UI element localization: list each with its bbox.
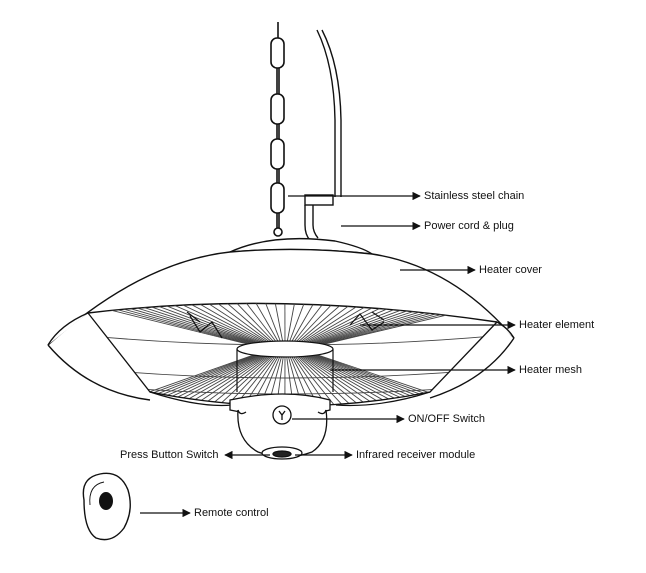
mesh-line	[233, 303, 280, 348]
mesh-line	[121, 303, 266, 348]
mesh-line	[308, 352, 480, 406]
mesh-line	[253, 303, 282, 348]
mesh-line	[301, 352, 429, 406]
mesh-line	[289, 303, 327, 348]
mesh-line	[212, 352, 277, 406]
mesh-line	[305, 352, 460, 406]
mesh-line	[131, 352, 267, 406]
mesh-line	[274, 303, 285, 348]
mesh-line	[202, 352, 276, 406]
label-heater-element: Heater element	[519, 319, 595, 331]
mesh-line	[212, 303, 277, 348]
label-infrared-receiver-module: Infrared receiver module	[356, 449, 476, 461]
chain	[270, 22, 285, 237]
mesh-line	[285, 303, 296, 348]
mesh-line	[294, 303, 367, 348]
mesh-line	[303, 352, 439, 406]
mesh-line	[287, 352, 306, 406]
mesh-line	[310, 352, 497, 406]
mesh-line	[192, 352, 275, 406]
mesh-line	[88, 352, 261, 406]
mesh-line	[294, 352, 368, 406]
mesh-line	[263, 352, 283, 406]
mesh-line	[223, 352, 278, 406]
mesh-line	[311, 352, 497, 406]
mesh-line	[151, 352, 270, 406]
remote-control-device	[82, 472, 131, 541]
mesh-line	[202, 303, 276, 348]
mesh-line	[243, 303, 281, 348]
label-on-off-switch: ON/OFF Switch	[408, 413, 486, 425]
mesh-line	[293, 303, 357, 348]
mesh-line	[161, 303, 271, 348]
mesh-line	[300, 352, 419, 406]
mesh-line	[304, 352, 449, 406]
label-power-cord-plug: Power cord & plug	[424, 220, 514, 232]
mesh-line	[192, 303, 275, 348]
mesh-line	[141, 303, 268, 348]
mesh-line	[120, 352, 266, 406]
mesh-line	[290, 303, 337, 348]
mesh-line	[292, 303, 347, 348]
switch-housing	[229, 393, 331, 460]
leader-lines	[140, 191, 516, 518]
mesh-line	[293, 352, 357, 406]
mesh-line	[306, 352, 470, 406]
label-stainless-steel-chain: Stainless steel chain	[424, 190, 525, 202]
label-heater-cover: Heater cover	[479, 264, 542, 276]
mesh-line	[172, 352, 272, 406]
mesh-line	[100, 352, 264, 406]
mesh-line	[292, 352, 347, 406]
mesh-line	[243, 352, 281, 406]
mesh-line	[161, 352, 271, 406]
mesh-line	[296, 352, 388, 406]
label-heater-mesh: Heater mesh	[519, 364, 582, 376]
mesh-line	[223, 303, 278, 348]
mesh-line	[253, 352, 282, 406]
mesh-line	[88, 352, 260, 406]
mesh-line	[290, 352, 337, 406]
mesh-line	[309, 352, 490, 406]
heater-element	[186, 311, 385, 392]
mesh-line	[141, 352, 269, 406]
mesh-line	[295, 352, 378, 406]
mesh-line	[182, 352, 273, 406]
mesh-line	[287, 303, 306, 348]
mesh-line	[298, 352, 398, 406]
mesh-line	[263, 303, 283, 348]
label-press-button-switch: Press Button Switch	[120, 449, 219, 461]
mesh-line	[288, 352, 316, 406]
mesh-line	[182, 303, 273, 348]
mesh-line	[285, 352, 296, 406]
mesh-line	[233, 352, 280, 406]
mesh-line	[110, 352, 265, 406]
mesh-line	[172, 303, 272, 348]
label-remote-control: Remote control	[194, 507, 269, 519]
mesh-line	[90, 352, 262, 406]
mesh-line	[295, 303, 378, 348]
mesh-line	[289, 352, 327, 406]
mesh-line	[299, 352, 408, 406]
mesh-line	[274, 352, 285, 406]
mesh-line	[288, 303, 316, 348]
power-cord	[304, 29, 342, 241]
mesh-line	[131, 303, 267, 348]
